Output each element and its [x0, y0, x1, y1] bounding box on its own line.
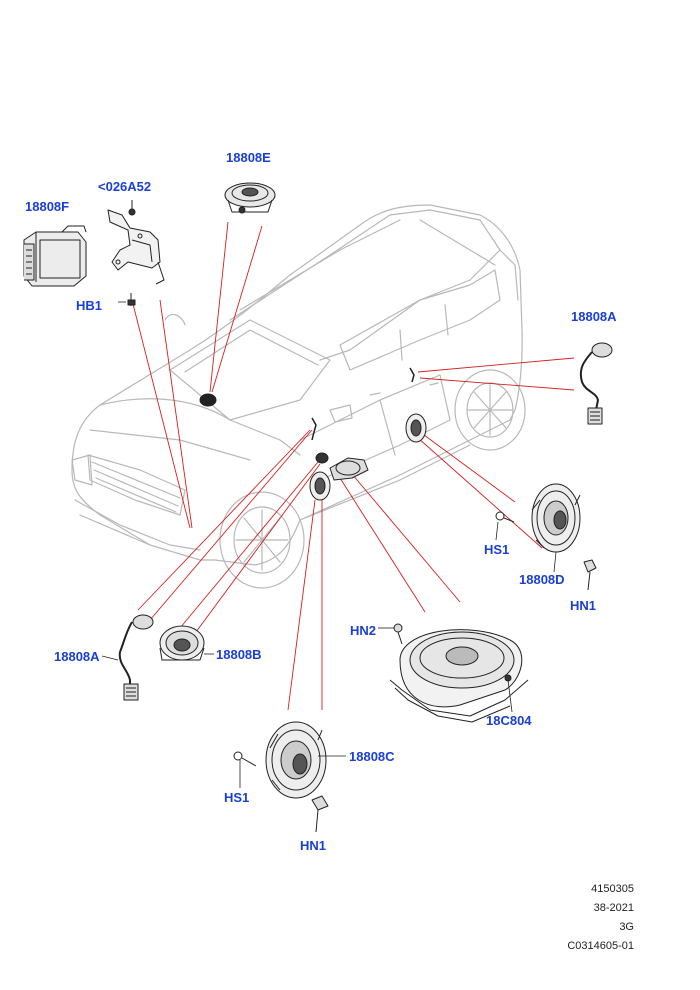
- callout-18808A-right[interactable]: 18808A: [571, 309, 617, 324]
- screw-HS1-right: [495, 511, 515, 523]
- reference-id: C0314605-01: [567, 940, 634, 952]
- diagram-reference-block: 4150305 38-2021 3G C0314605-01: [567, 880, 634, 956]
- bolt-HB1: [127, 293, 136, 306]
- vehicle-outline: [71, 204, 526, 589]
- callout-18808E[interactable]: 18808E: [226, 150, 271, 165]
- subwoofer-18C804: [389, 629, 529, 723]
- callout-18808F[interactable]: 18808F: [25, 199, 70, 214]
- callout-18808C[interactable]: 18808C: [349, 749, 395, 764]
- nut-HN1-bottom: [311, 795, 329, 833]
- speaker-18808B: [159, 625, 205, 661]
- nut-HN1-right: [583, 559, 597, 591]
- callout-HN1-bottom[interactable]: HN1: [300, 838, 327, 853]
- door-speaker-rear: [405, 413, 427, 443]
- callout-18808B[interactable]: 18808B: [216, 647, 262, 662]
- tweeter-mount-marker: [199, 393, 217, 407]
- screw-HS1-bottom: [233, 751, 257, 767]
- leader-lines: [131, 221, 575, 711]
- callout-18808A-left[interactable]: 18808A: [54, 649, 100, 664]
- reference-date: 38-2021: [593, 902, 634, 914]
- reference-number: 4150305: [591, 883, 634, 895]
- harness-18808A-left: [118, 614, 154, 701]
- reference-code: 3G: [619, 921, 634, 933]
- door-speaker-front: [309, 452, 369, 501]
- harness-18808A-right: [579, 342, 613, 425]
- label-ticks: [101, 301, 557, 788]
- callout-HS1-bottom[interactable]: HS1: [224, 790, 250, 805]
- callout-18C804[interactable]: 18C804: [486, 713, 532, 728]
- bracket-026A52: [107, 200, 165, 285]
- nut-HN2: [393, 623, 403, 645]
- pillar-harness: [311, 367, 415, 441]
- amplifier-18808F: [23, 225, 87, 287]
- callout-026A52[interactable]: <026A52: [98, 179, 152, 194]
- callout-HB1[interactable]: HB1: [76, 298, 103, 313]
- speaker-18808C: [265, 721, 327, 799]
- tweeter-18808E: [224, 182, 276, 214]
- speaker-18808D: [531, 483, 581, 553]
- callout-18808D[interactable]: 18808D: [519, 572, 565, 587]
- callout-HN2[interactable]: HN2: [350, 623, 377, 638]
- callout-HN1-right[interactable]: HN1: [570, 598, 597, 613]
- callout-HS1-right[interactable]: HS1: [484, 542, 510, 557]
